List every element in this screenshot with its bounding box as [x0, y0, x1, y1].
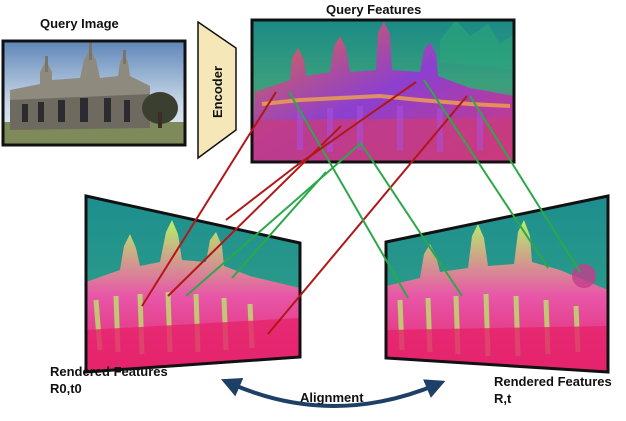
- rendered-features-right-map: [386, 196, 608, 372]
- rendered-right-pose: R,t: [494, 391, 512, 406]
- correspondence-red-6: [225, 165, 297, 221]
- correspondence-green-3: [423, 79, 549, 269]
- encoder-label: Encoder: [210, 66, 225, 118]
- alignment-arrow: [220, 378, 446, 408]
- query-image-panel: [1, 39, 187, 147]
- correspondence-red-3: [267, 95, 468, 335]
- correspondence-green-5: [185, 143, 361, 297]
- query-image-photo: [3, 41, 185, 145]
- query-features-map: [252, 20, 514, 162]
- rendered-left-pose: R0,t0: [50, 381, 82, 396]
- rendered-features-left-panel: [84, 194, 302, 374]
- rendered-features-right-panel: [384, 194, 610, 374]
- correspondence-red-5: [295, 81, 417, 167]
- rendered-features-left-map: [86, 196, 300, 372]
- correspondence-red-1: [141, 91, 277, 307]
- rendered-left-title: Rendered Features: [50, 364, 168, 379]
- correspondence-green-1: [288, 91, 409, 299]
- correspondence-green-2: [359, 141, 463, 297]
- query-features-panel: [250, 18, 516, 164]
- query-image-label: Query Image: [40, 16, 119, 31]
- correspondence-lines: [141, 79, 581, 335]
- correspondence-green-6: [231, 171, 327, 279]
- alignment-label: Alignment: [300, 390, 364, 405]
- correspondence-green-4: [469, 95, 581, 273]
- rendered-right-title: Rendered Features: [494, 374, 612, 389]
- encoder-block: Encoder: [197, 20, 237, 160]
- query-features-label: Query Features: [326, 2, 422, 17]
